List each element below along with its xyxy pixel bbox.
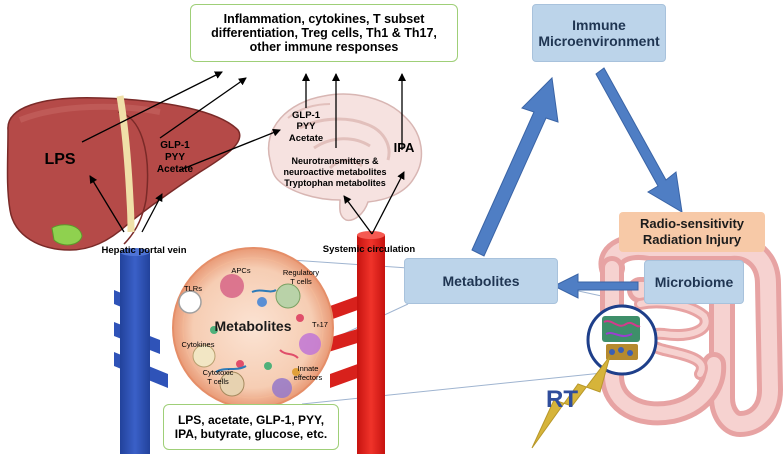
- metabolite-list-box: LPS, acetate, GLP-1, PYY, IPA, butyrate,…: [163, 404, 339, 450]
- liver-metabolites-label: GLP-1 PYY Acetate: [156, 140, 194, 175]
- microbiome-box: Microbiome: [644, 260, 744, 304]
- innate-effectors-label: Innate effectors: [293, 364, 323, 382]
- apcs-label: APCs: [231, 266, 251, 275]
- arrow-immune-to-radiosensitivity: [595, 67, 683, 213]
- ipa-label: IPA: [393, 140, 415, 155]
- connector-line: [301, 371, 613, 405]
- regulatory-t-cells-label: Regulatory T cells: [282, 268, 320, 286]
- cell-circle: [172, 247, 334, 409]
- th17-label: Tₕ17: [312, 320, 328, 329]
- systemic-circulation-vessel: [322, 231, 385, 454]
- microbiome-detail: [586, 304, 658, 376]
- neurotransmitters-label: Neurotransmitters & neuroactive metaboli…: [283, 156, 387, 188]
- arrow-microbiome-to-metabolites: [552, 273, 639, 299]
- lps-label: LPS: [44, 151, 76, 168]
- immune-responses-box: Inflammation, cytokines, T subset differ…: [190, 4, 458, 62]
- systemic-circulation-label: Systemic circulation: [322, 244, 416, 255]
- block-arrows: [471, 67, 683, 299]
- liver-illustration: [6, 95, 241, 251]
- immune-microenvironment-box: Immune Microenvironment: [532, 4, 666, 62]
- cell-circle-title: Metabolites: [214, 318, 292, 334]
- cytotoxic-t-cells-label: Cytotoxic T cells: [202, 368, 234, 386]
- metabolites-box: Metabolites: [404, 258, 558, 304]
- brain-metabolites-label: GLP-1 PYY Acetate: [288, 110, 324, 144]
- arrow-metabolites-to-immune: [471, 76, 559, 257]
- rt-label: RT: [546, 386, 578, 413]
- arrows: [81, 71, 406, 235]
- cytokines-label: Cytokines: [181, 340, 215, 349]
- rt-lightning-bolt: [531, 355, 611, 449]
- hepatic-portal-vein-label: Hepatic portal vein: [101, 245, 187, 256]
- hepatic-portal-vein: [114, 248, 168, 454]
- radio-sensitivity-box: Radio-sensitivity Radiation Injury: [619, 212, 765, 252]
- tlrs-label: TLRs: [184, 284, 202, 293]
- brain-illustration: [267, 93, 423, 222]
